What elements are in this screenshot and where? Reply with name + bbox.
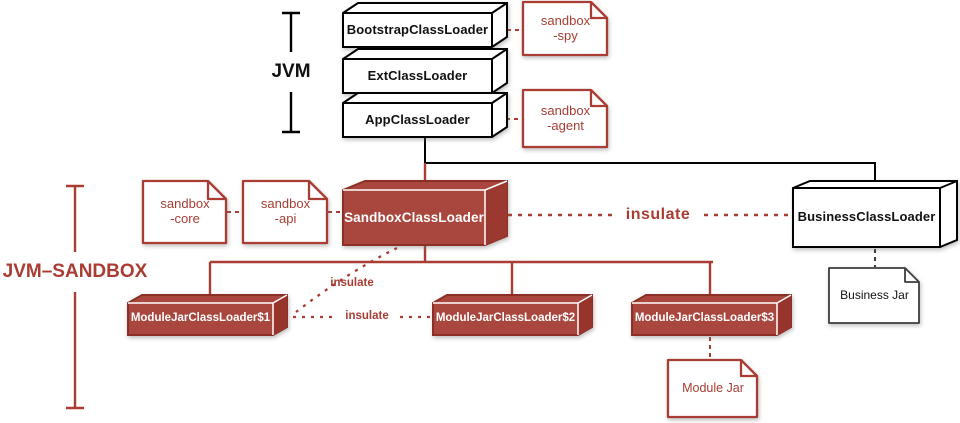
bootstrap-loader-box — [342, 2, 508, 48]
business-box-body — [792, 180, 958, 248]
business-loader-box — [792, 180, 958, 248]
sandbox-agent-doc — [521, 88, 609, 149]
sandbox-api-doc-fold — [307, 181, 327, 201]
sandbox-core-doc-shape — [141, 179, 228, 245]
edge-app-to-business — [425, 162, 876, 183]
module3-box-side-face — [777, 295, 791, 335]
module2-box-edges — [433, 294, 593, 335]
module3-box-body — [631, 294, 792, 336]
module-jar-doc-fold — [739, 360, 757, 378]
sandbox-box-side-face — [485, 181, 507, 245]
sandbox-agent-doc-fold — [589, 90, 607, 108]
business-jar-doc-fold — [904, 268, 919, 283]
red-documents — [141, 0, 759, 419]
sandbox-loader-box — [342, 180, 508, 246]
module-jar-doc-shape — [666, 358, 759, 419]
app-box-edges — [343, 92, 508, 137]
ext-box-edges — [343, 48, 508, 93]
business-jar-doc-shape — [828, 267, 920, 324]
module2-loader-box — [432, 294, 593, 336]
module1-box-body — [127, 294, 288, 336]
sandbox-core-doc-fold — [206, 181, 226, 201]
sandbox-agent-doc-shape — [521, 88, 609, 149]
sandbox-spy-doc — [521, 0, 609, 57]
jvm-bracket — [282, 11, 300, 134]
jvm-sandbox-bracket — [66, 184, 84, 410]
module-jar-doc — [666, 358, 759, 419]
business-jar-doc — [828, 267, 920, 324]
module3-box-edges — [632, 294, 792, 335]
sandbox-spy-doc-fold — [589, 2, 607, 20]
sandbox-box-edges — [343, 180, 508, 245]
module2-box-side-face — [578, 295, 592, 335]
edge-sandbox-module1-diagonal-dashed — [295, 246, 398, 313]
ext-loader-box — [342, 48, 508, 94]
red-dashed-connectors — [227, 29, 711, 359]
ext-box-body — [342, 48, 508, 94]
insulate-module-dashed — [293, 246, 431, 319]
app-loader-box — [342, 92, 508, 138]
module1-box-side-face — [273, 295, 287, 335]
app-box-body — [342, 92, 508, 138]
module2-box-body — [432, 294, 593, 336]
sandbox-api-doc — [241, 179, 329, 245]
bootstrap-box-edges — [343, 2, 508, 47]
module3-loader-box — [631, 294, 792, 336]
module1-loader-box — [127, 294, 288, 336]
module1-box-edges — [128, 294, 288, 335]
sandbox-spy-doc-shape — [521, 0, 609, 57]
sandbox-api-doc-shape — [241, 179, 329, 245]
bootstrap-box-body — [342, 2, 508, 48]
business-box-edges — [793, 180, 958, 247]
sandbox-core-doc — [141, 179, 228, 245]
